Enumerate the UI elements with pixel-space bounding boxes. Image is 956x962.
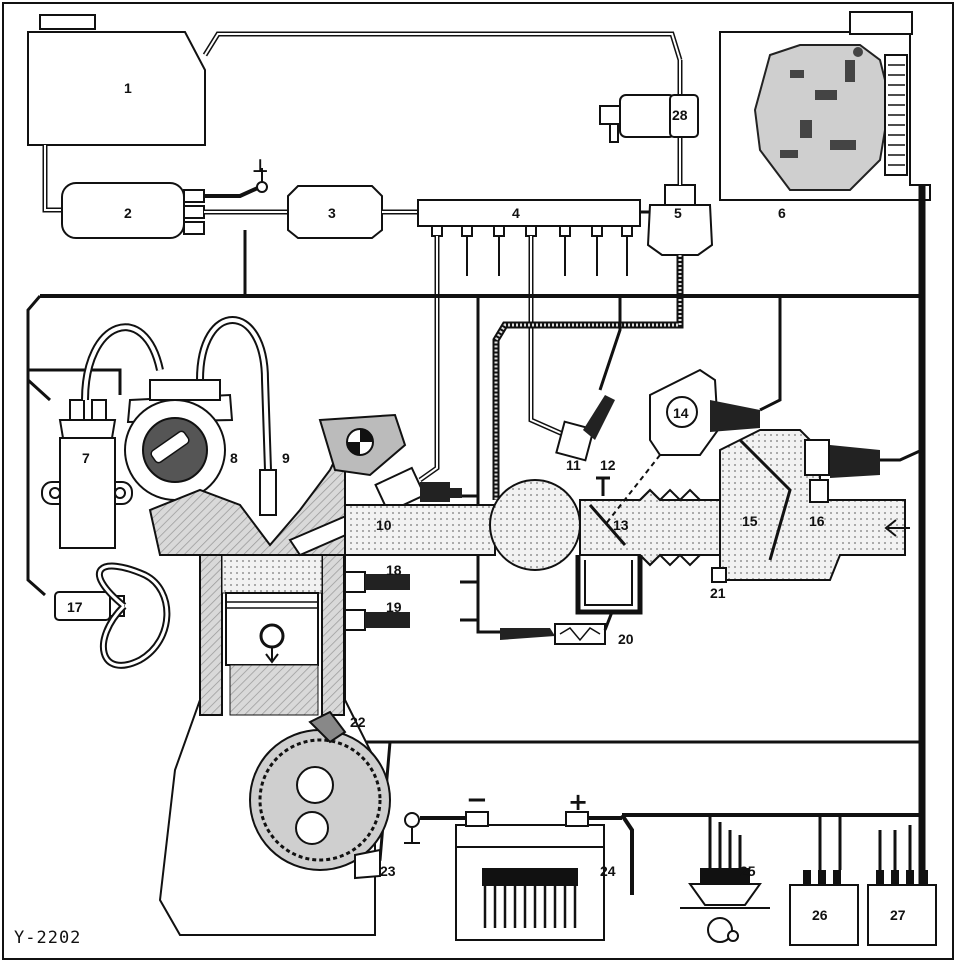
- diagnosis-plug: [680, 868, 770, 943]
- control-unit: [719, 11, 931, 201]
- label-11: 11: [566, 457, 581, 473]
- idle-adjust-screw: [596, 476, 610, 496]
- label-24: 24: [600, 863, 616, 879]
- reference-mark-sensor: [308, 710, 347, 744]
- air-inlet-arrow: [884, 519, 910, 537]
- main-relay: [789, 870, 859, 946]
- oxygen-sensor: [555, 395, 615, 462]
- label-6: 6: [778, 205, 786, 221]
- label-12: 12: [600, 457, 616, 473]
- label-1: 1: [124, 80, 132, 96]
- label-26: 26: [812, 907, 828, 923]
- battery-minus-sign: −: [466, 785, 488, 815]
- label-23: 23: [380, 863, 396, 879]
- pressure-damper: [599, 94, 699, 143]
- label-13: 13: [613, 517, 629, 533]
- throttle-plate: [588, 504, 627, 546]
- crank-sensor: [54, 562, 171, 669]
- label-7: 7: [82, 450, 90, 466]
- label-14: 14: [673, 405, 689, 421]
- label-3: 3: [328, 205, 336, 221]
- circuit-board: [753, 44, 892, 191]
- label-17: 17: [67, 599, 83, 615]
- flywheel: [249, 729, 391, 871]
- figure-code: Y-2202: [14, 928, 81, 948]
- label-27: 27: [890, 907, 906, 923]
- temperature-sensor: [344, 571, 410, 593]
- speed-sensor: [354, 848, 381, 880]
- label-10: 10: [376, 517, 392, 533]
- label-21: 21: [710, 585, 726, 601]
- fuel-tank: [27, 14, 206, 146]
- coolant-sensor: [344, 609, 410, 631]
- label-5: 5: [674, 205, 682, 221]
- fuel-pump: [61, 182, 205, 239]
- fuel-filter: [287, 185, 383, 239]
- distributor: [124, 379, 234, 501]
- ground-point: ⊥: [252, 156, 268, 193]
- combustion-chamber: [221, 554, 323, 594]
- label-20: 20: [618, 631, 634, 647]
- throttle-switch: [604, 368, 760, 526]
- fuel-pump-relay: [867, 870, 937, 946]
- label-15: 15: [742, 513, 758, 529]
- label-16: 16: [809, 513, 825, 529]
- idle-air-valve: [575, 555, 727, 615]
- label-28: 28: [672, 107, 688, 123]
- label-22: 22: [350, 714, 366, 730]
- label-4: 4: [512, 205, 520, 221]
- ignition-coil: [41, 399, 133, 549]
- part-number-labels: 1 2 3 4 5 6 7 8 9 10 11 12 13 14 15 16 1…: [67, 80, 906, 923]
- battery-plus-sign: +: [568, 788, 588, 816]
- ground-symbol: ⊥: [252, 156, 268, 177]
- plenum-chamber: [489, 479, 581, 571]
- label-2: 2: [124, 205, 132, 221]
- spark-plug: [259, 469, 277, 516]
- label-18: 18: [386, 562, 402, 578]
- engine-block: [158, 543, 391, 936]
- label-8: 8: [230, 450, 238, 466]
- label-9: 9: [282, 450, 290, 466]
- fuel-injector: [374, 466, 462, 514]
- pressure-regulator: [640, 184, 714, 256]
- label-19: 19: [386, 599, 402, 615]
- auxiliary-air-valve: [500, 611, 614, 645]
- label-25: 25: [740, 863, 756, 879]
- battery: − +: [404, 785, 622, 941]
- air-flow-meter: [579, 429, 910, 581]
- intake-manifold: [344, 504, 496, 556]
